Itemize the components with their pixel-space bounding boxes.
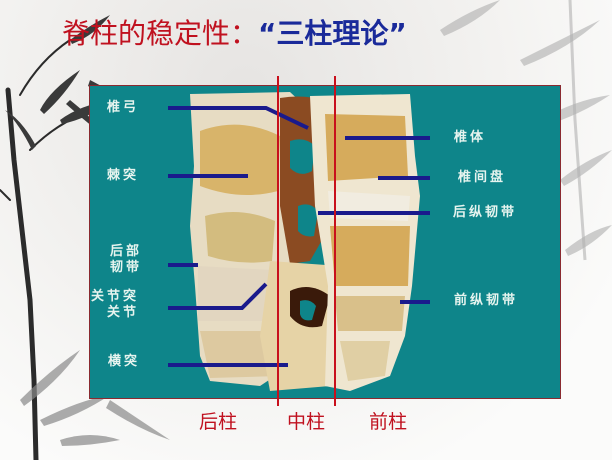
label-transverse-process: 横突 <box>108 354 141 369</box>
title-main: 脊柱的稳定性： <box>62 17 259 50</box>
label-facet-joint-line1: 关节突 <box>91 289 140 304</box>
label-posterior-longitudinal-ligament: 后纵韧带 <box>453 205 518 220</box>
column-label-anterior: 前柱 <box>369 411 408 433</box>
spine-figure-panel: 椎弓 棘突 后部 韧带 关节突 关节 横突 椎体 椎间盘 后纵韧带 前纵韧带 <box>89 85 561 399</box>
label-facet-joint-line2: 关节 <box>107 305 140 320</box>
label-vertebral-arch: 椎弓 <box>107 100 140 115</box>
label-spinous-process: 棘突 <box>107 168 140 183</box>
posterior-middle-divider-line <box>277 76 279 406</box>
slide-title: 脊柱的稳定性：“三柱理论” <box>62 17 407 51</box>
title-highlight: “三柱理论” <box>258 17 407 50</box>
label-anterior-longitudinal-ligament: 前纵韧带 <box>454 293 519 308</box>
label-posterior-ligament-line1: 后部 <box>110 244 143 259</box>
label-intervertebral-disc: 椎间盘 <box>458 170 507 185</box>
label-vertebral-body: 椎体 <box>454 130 487 145</box>
column-label-middle: 中柱 <box>287 411 326 433</box>
spine-specimen-illustration <box>190 92 420 391</box>
label-posterior-ligament-line2: 韧带 <box>110 260 143 275</box>
middle-anterior-divider-line <box>334 76 336 406</box>
column-label-posterior: 后柱 <box>199 411 238 433</box>
